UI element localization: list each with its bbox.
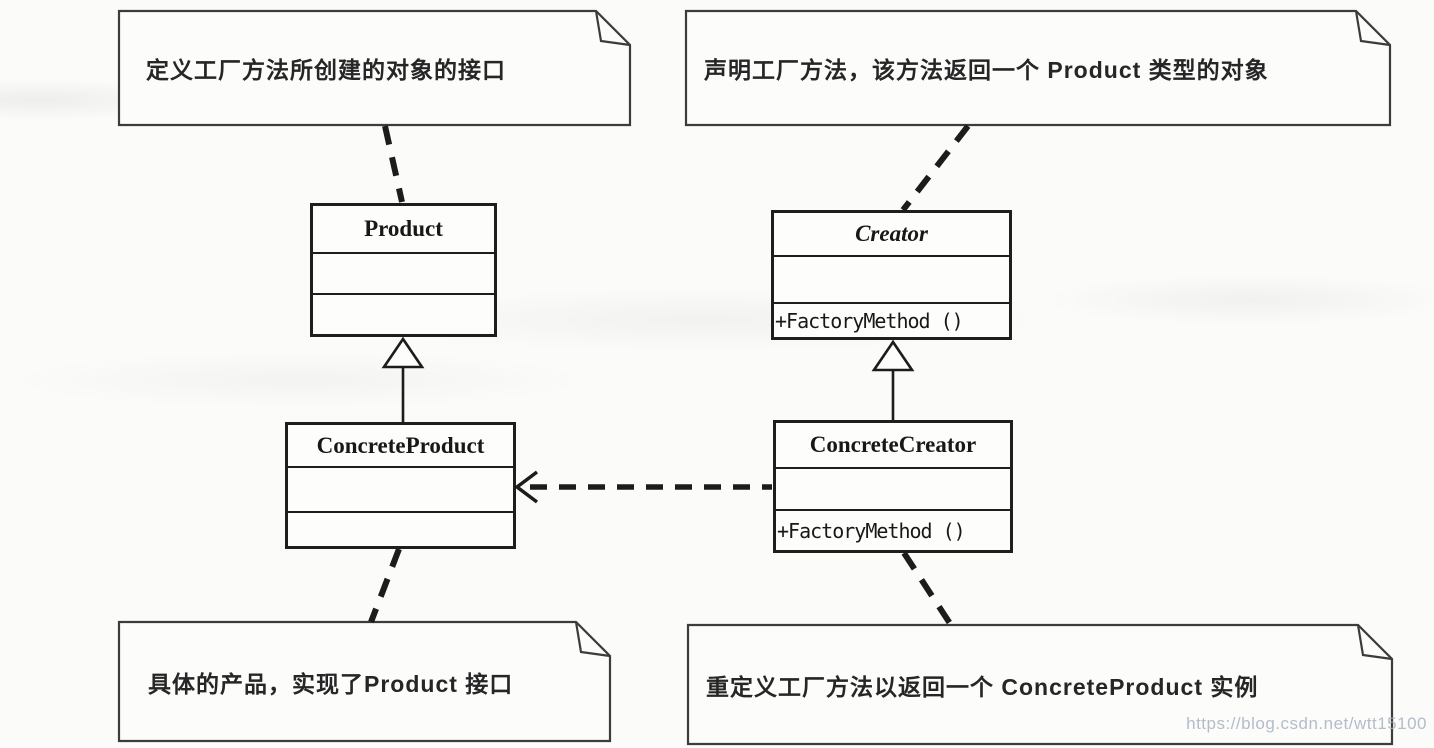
note-anchor-bottom-left (368, 547, 402, 624)
note-fold-icon (574, 621, 611, 658)
note-bottom-left (117, 620, 612, 743)
inheritance-triangle-icon (871, 339, 915, 372)
note-text-top-left: 定义工厂方法所创建的对象的接口 (146, 57, 506, 83)
note-text-bottom-right: 重定义工厂方法以返回一个 ConcreteProduct 实例 (706, 673, 1259, 700)
class-name: ConcreteProduct (316, 432, 485, 458)
attributes-compartment (774, 255, 1009, 302)
generalization-creator (871, 339, 915, 420)
generalization-product (381, 336, 425, 422)
operations-compartment (313, 293, 494, 334)
note-fold-icon (1356, 624, 1393, 661)
note-anchor-bottom-right (901, 551, 954, 627)
note-top-left (117, 9, 632, 127)
note-anchor-top-right (900, 124, 971, 212)
note-text-bottom-left: 具体的产品，实现了Product 接口 (148, 670, 514, 697)
note-bottom-right (686, 623, 1394, 746)
attributes-compartment (313, 252, 494, 293)
open-arrowhead-icon (514, 470, 539, 504)
note-fold-icon (1354, 10, 1391, 47)
class-product: Product (310, 203, 497, 337)
note-fold-icon (594, 10, 631, 47)
class-name: ConcreteCreator (809, 432, 977, 457)
class-concrete-creator: ConcreteCreator +FactoryMethod () (773, 420, 1013, 553)
class-name: Creator (855, 221, 928, 246)
class-concrete-product: ConcreteProduct (285, 422, 516, 549)
dependency-concretecreator-concreteproduct (514, 470, 772, 504)
inheritance-triangle-icon (381, 336, 425, 369)
class-name: Product (364, 216, 443, 241)
note-top-right (684, 9, 1392, 127)
csdn-watermark: https://blog.csdn.net/wtt15100 (1186, 714, 1427, 733)
attributes-compartment (776, 467, 1010, 509)
note-text-top-right: 声明工厂方法，该方法返回一个 Product 类型的对象 (704, 57, 1269, 83)
note-anchor-top-left (382, 125, 405, 203)
operations-compartment: +FactoryMethod () (776, 509, 1010, 550)
operations-compartment: +FactoryMethod () (774, 302, 1009, 337)
class-creator: Creator +FactoryMethod () (771, 210, 1012, 340)
operations-compartment (288, 511, 513, 546)
attributes-compartment (288, 466, 513, 511)
